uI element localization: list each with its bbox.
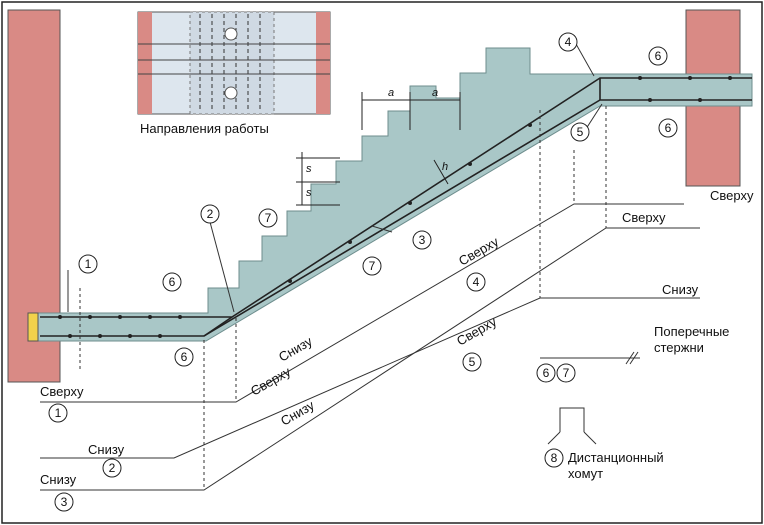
- callout-7-a: [258, 208, 278, 228]
- callout-8-legend: [544, 448, 564, 468]
- callout-5-legend: [462, 352, 482, 372]
- label-bottom-3: Снизу: [40, 472, 77, 487]
- svg-text:5: 5: [469, 355, 476, 369]
- callout-2-legend: [102, 458, 122, 478]
- svg-text:6: 6: [169, 275, 176, 289]
- callout-circles: [48, 32, 678, 512]
- dim-a-2: a: [432, 87, 438, 99]
- svg-text:6: 6: [181, 350, 188, 364]
- inset-plan: [137, 11, 331, 115]
- spacer-line2: хомут: [568, 466, 603, 481]
- inset-caption: Направления работы: [140, 121, 269, 136]
- callout-6-b: [174, 347, 194, 367]
- callout-1-top: [78, 254, 98, 274]
- callout-5-top: [570, 122, 590, 142]
- callout-7-b: [362, 256, 382, 276]
- svg-text:6: 6: [543, 366, 550, 380]
- callout-7-legend: [556, 363, 576, 383]
- diag-label-bottom-2: Снизу: [276, 333, 315, 364]
- diag-label-top-5: Сверху: [454, 314, 500, 349]
- rebar-dots: [58, 76, 732, 338]
- callout-4-legend: [466, 272, 486, 292]
- guide-lines: [40, 43, 700, 491]
- dim-s-1: s: [306, 163, 312, 175]
- label-upper-bottom: Снизу: [662, 282, 699, 297]
- svg-text:3: 3: [61, 495, 68, 509]
- diag-label-bottom-3: Снизу: [278, 397, 317, 428]
- svg-text:1: 1: [55, 406, 62, 420]
- svg-text:4: 4: [565, 35, 572, 49]
- stair-concrete: [29, 47, 753, 342]
- label-bottom-2: Снизу: [88, 442, 125, 457]
- svg-text:4: 4: [473, 275, 480, 289]
- svg-text:7: 7: [265, 211, 272, 225]
- svg-text:7: 7: [369, 259, 376, 273]
- svg-text:2: 2: [207, 207, 214, 221]
- label-upper-top: Сверху: [622, 210, 666, 225]
- callout-6-c: [648, 46, 668, 66]
- callout-1-legend: [48, 403, 68, 423]
- label-top-1: Сверху: [40, 384, 84, 399]
- label-right-top: Сверху: [710, 188, 754, 203]
- end-plate: [27, 312, 39, 342]
- diag-label-top-4: Сверху: [456, 234, 502, 269]
- rebar-lines: [40, 77, 752, 337]
- svg-text:3: 3: [419, 233, 426, 247]
- callout-4-top: [558, 32, 578, 52]
- cross-bars-line1: Поперечные: [654, 324, 729, 339]
- callout-3-legend: [54, 492, 74, 512]
- svg-text:7: 7: [563, 366, 570, 380]
- dim-h: h: [442, 161, 448, 173]
- dim-a-1: a: [388, 87, 394, 99]
- dimension-marks: [296, 92, 461, 206]
- svg-text:8: 8: [551, 451, 558, 465]
- callout-6-a: [162, 272, 182, 292]
- svg-text:5: 5: [577, 125, 584, 139]
- spacer-line1: Дистанционный: [568, 450, 664, 465]
- svg-text:6: 6: [665, 121, 672, 135]
- diag-label-top-1: Сверху: [248, 364, 294, 399]
- dim-s-2: s: [306, 187, 312, 199]
- cross-bars-line2: стержни: [654, 340, 704, 355]
- callout-2-top: [200, 204, 220, 224]
- svg-text:2: 2: [109, 461, 116, 475]
- callout-6-d: [658, 118, 678, 138]
- svg-text:6: 6: [655, 49, 662, 63]
- callout-6-legend: [536, 363, 556, 383]
- svg-text:1: 1: [85, 257, 92, 271]
- callout-3-top: [412, 230, 432, 250]
